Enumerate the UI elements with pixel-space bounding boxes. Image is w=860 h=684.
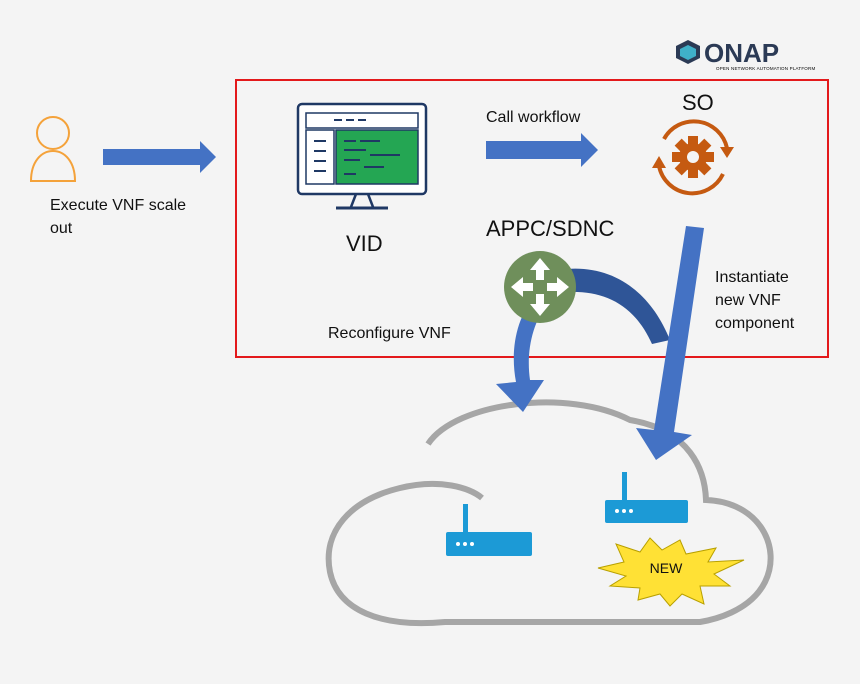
- instantiate-label-line2: new VNF: [715, 292, 781, 309]
- user-icon: [29, 116, 77, 182]
- logo-name: ONAP: [704, 38, 779, 68]
- new-starburst-icon: NEW: [597, 537, 745, 607]
- reconfigure-label: Reconfigure VNF: [328, 325, 451, 342]
- vid-label: VID: [346, 231, 383, 256]
- network-device-icon: [446, 504, 532, 556]
- call-workflow-arrow: [486, 133, 598, 167]
- logo-tagline: OPEN NETWORK AUTOMATION PLATFORM: [716, 66, 815, 71]
- reconfigure-arrow-down: [496, 294, 548, 412]
- router-icon: [504, 251, 576, 323]
- orchestration-frame: [235, 79, 829, 358]
- instantiate-arrow: [636, 226, 704, 460]
- so-gear-icon: [652, 119, 734, 196]
- network-device-icon: [605, 472, 688, 523]
- reconfigure-arrow: [558, 268, 670, 344]
- instantiate-label-line3: component: [715, 315, 795, 332]
- execute-arrow: [103, 141, 216, 173]
- execute-label-line2: out: [50, 220, 73, 237]
- execute-label: Execute VNF scale: [50, 197, 187, 214]
- appc-sdnc-label: APPC/SDNC: [486, 216, 615, 241]
- monitor-icon: [296, 102, 428, 210]
- call-workflow-label: Call workflow: [486, 109, 581, 126]
- new-badge-label: NEW: [650, 560, 683, 576]
- instantiate-label-line1: Instantiate: [715, 269, 789, 286]
- so-label: SO: [682, 90, 714, 115]
- cloud-icon: [325, 399, 774, 627]
- onap-logo-icon: ONAP OPEN NETWORK AUTOMATION PLATFORM: [676, 38, 815, 71]
